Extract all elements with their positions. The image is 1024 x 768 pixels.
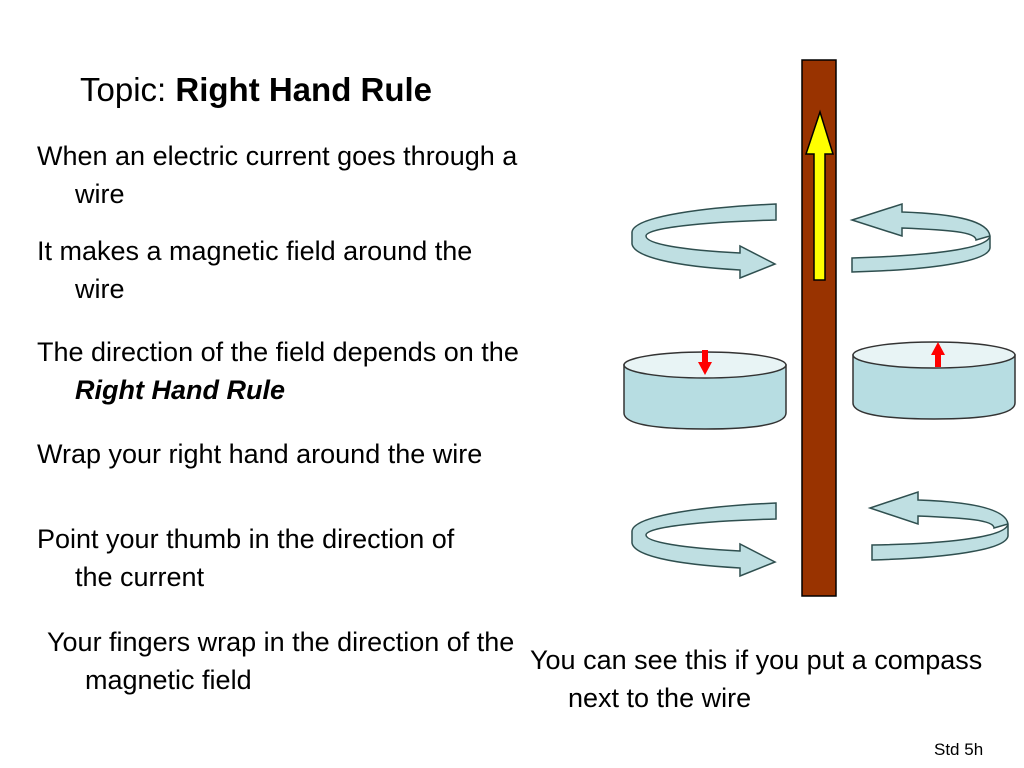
bullet-fingers: Your fingers wrap in the direction of th… xyxy=(47,627,515,695)
title-bold: Right Hand Rule xyxy=(175,71,433,108)
compass-caption: You can see this if you put a compass ne… xyxy=(530,645,983,713)
field-curved-arrow-icon xyxy=(631,502,777,578)
current-up-arrow-icon xyxy=(804,109,835,281)
standard-label: Std 5h xyxy=(934,740,984,759)
field-curved-arrow-icon xyxy=(631,203,777,280)
bullet-magnetic-field: It makes a magnetic field around the wir… xyxy=(37,236,473,304)
field-curved-arrow-icon xyxy=(849,202,991,273)
compass-icon xyxy=(623,364,787,430)
rule-emphasis: Right Hand Rule xyxy=(75,375,285,405)
bullet-thumb: Point your thumb in the direction of the… xyxy=(37,524,455,592)
compass-icon xyxy=(852,354,1016,420)
bullet-direction: The direction of the field depends on th… xyxy=(37,337,519,405)
needle-up-arrow-icon xyxy=(931,342,945,367)
bullet-current: When an electric current goes through a … xyxy=(37,141,518,209)
bullet-wrap-hand: Wrap your right hand around the wire xyxy=(37,439,483,469)
field-curved-arrow-icon xyxy=(867,490,1009,561)
slide-title: Topic: Right Hand Rule xyxy=(80,70,432,110)
needle-down-arrow-icon xyxy=(698,350,712,375)
title-prefix: Topic: xyxy=(80,71,176,108)
